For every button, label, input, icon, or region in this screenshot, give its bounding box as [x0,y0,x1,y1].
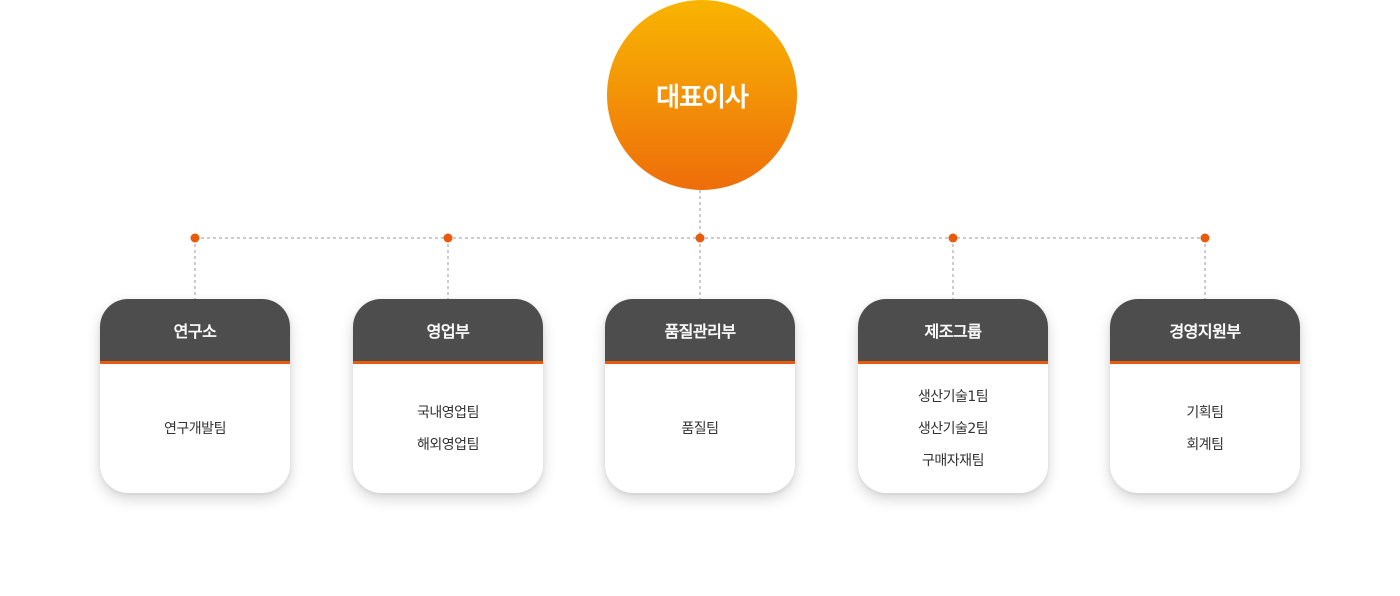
team-item: 생산기술2팀 [917,420,989,437]
ceo-title: 대표이사 [656,82,749,113]
dept-card-sales: 영업부 국내영업팀 해외영업팀 [353,299,543,493]
ceo-node: 대표이사 [607,0,797,190]
dept-header: 경영지원부 [1110,299,1300,364]
connector-dot-1 [190,233,200,243]
team-item: 회계팀 [1186,436,1224,453]
connector-dot-3 [695,233,705,243]
dept-header: 연구소 [100,299,290,364]
dept-header: 품질관리부 [605,299,795,364]
dept-card-research: 연구소 연구개발팀 [100,299,290,493]
team-item: 기획팀 [1186,404,1224,421]
dept-header: 제조그룹 [858,299,1048,364]
dept-card-quality: 품질관리부 품질팀 [605,299,795,493]
dept-title: 경영지원부 [1169,322,1241,341]
dept-title: 연구소 [173,322,217,341]
dept-team-list: 기획팀 회계팀 [1110,364,1300,493]
connector-dot-2 [443,233,453,243]
connector-dot-4 [948,233,958,243]
team-item: 품질팀 [681,420,719,437]
dept-card-management: 경영지원부 기획팀 회계팀 [1110,299,1300,493]
dept-header: 영업부 [353,299,543,364]
team-item: 국내영업팀 [417,404,479,421]
team-item: 연구개발팀 [164,420,226,437]
dept-title: 영업부 [426,322,470,341]
team-item: 생산기술1팀 [917,388,989,405]
dept-team-list: 품질팀 [605,364,795,493]
dept-card-manufacturing: 제조그룹 생산기술1팀 생산기술2팀 구매자재팀 [858,299,1048,493]
dept-team-list: 연구개발팀 [100,364,290,493]
dept-team-list: 생산기술1팀 생산기술2팀 구매자재팀 [858,364,1048,493]
dept-team-list: 국내영업팀 해외영업팀 [353,364,543,493]
dept-title: 품질관리부 [664,322,736,341]
dept-title: 제조그룹 [924,322,982,341]
team-item: 구매자재팀 [922,452,984,469]
connector-dot-5 [1200,233,1210,243]
team-item: 해외영업팀 [417,436,479,453]
